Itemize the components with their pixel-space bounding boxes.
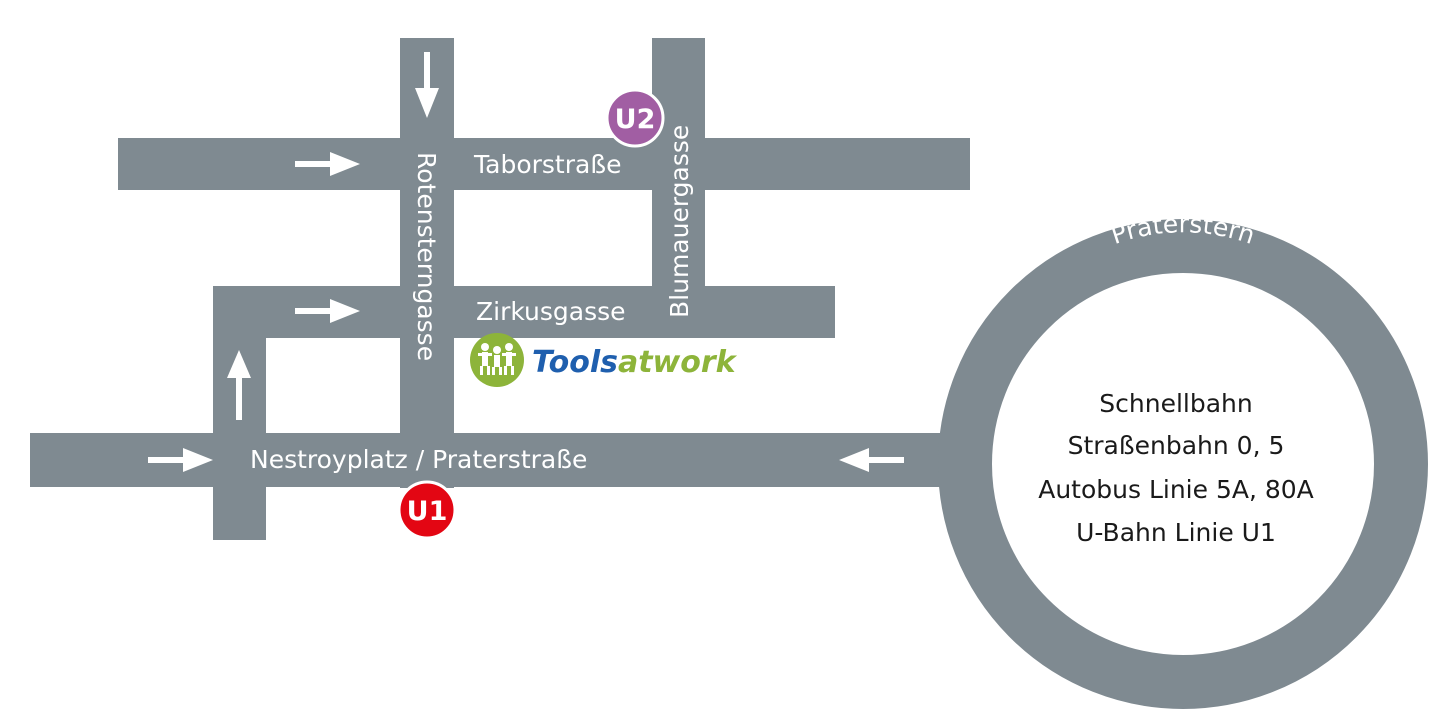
road-blumauergasse xyxy=(652,38,705,338)
road-praterstern-ring xyxy=(938,219,1428,709)
info-line: Schnellbahn xyxy=(1099,389,1252,418)
praterstern-info: Schnellbahn Straßenbahn 0, 5 Autobus Lin… xyxy=(1038,389,1314,547)
info-line: Straßenbahn 0, 5 xyxy=(1068,431,1285,460)
u2-badge-label: U2 xyxy=(615,104,656,135)
road-taborstrasse xyxy=(118,138,970,190)
street-label-blumauergasse: Blumauergasse xyxy=(665,125,694,318)
arrow-right-icon xyxy=(295,299,360,323)
direction-arrows xyxy=(148,52,904,472)
people-icon xyxy=(478,343,516,375)
roads xyxy=(30,38,1428,709)
logo-wordmark: Toolsatwork xyxy=(532,345,738,380)
info-line: U-Bahn Linie U1 xyxy=(1076,518,1276,547)
logo-wordmark-part2: atwork xyxy=(618,345,738,380)
arrow-right-icon xyxy=(148,448,213,472)
street-label-nestroyplatz: Nestroyplatz / Praterstraße xyxy=(250,445,587,474)
street-label-rotensterngasse: Rotensterngasse xyxy=(412,152,441,361)
u2-station-badge: U2 xyxy=(605,88,665,148)
arrow-right-icon xyxy=(295,152,360,176)
street-label-taborstrasse: Taborstraße xyxy=(473,150,621,179)
u1-station-badge: U1 xyxy=(397,480,457,540)
toolsatwork-logo: Toolsatwork xyxy=(470,333,738,387)
info-line: Autobus Linie 5A, 80A xyxy=(1038,475,1314,504)
street-label-zirkusgasse: Zirkusgasse xyxy=(476,297,626,326)
logo-wordmark-part1: Tools xyxy=(532,345,618,380)
arrow-down-icon xyxy=(415,52,439,118)
u1-badge-label: U1 xyxy=(407,496,448,527)
arrow-up-icon xyxy=(227,350,251,420)
arrow-left-icon xyxy=(839,448,904,472)
